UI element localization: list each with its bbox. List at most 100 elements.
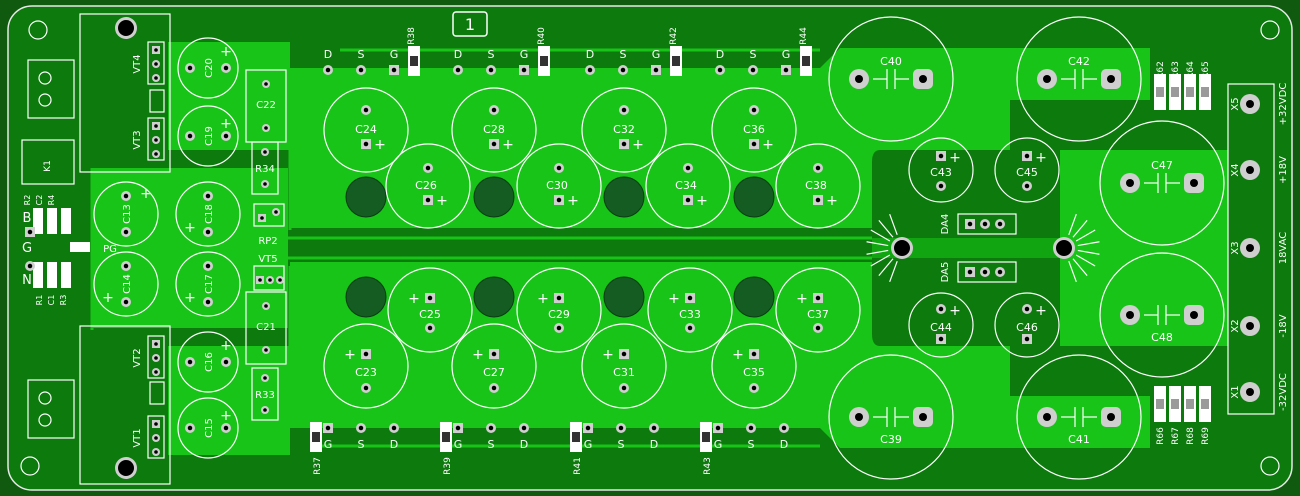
pad-hole bbox=[455, 425, 461, 431]
pad-hole bbox=[781, 425, 787, 431]
pad-hole bbox=[154, 342, 158, 346]
regulator-da5-outline bbox=[957, 261, 1017, 283]
c2-label: C2 bbox=[35, 195, 44, 206]
panel-number: 1 bbox=[465, 15, 475, 34]
fet-top-pin-label: G bbox=[782, 48, 791, 61]
fet-top-pin-label: D bbox=[454, 48, 462, 61]
left-lower-module-outline bbox=[27, 379, 75, 439]
capacitor-c47-outline bbox=[1099, 120, 1225, 246]
resistor-array-label: R62 bbox=[1156, 61, 1166, 79]
pad-hole bbox=[223, 65, 229, 71]
capacitor-c45-label: C45 bbox=[1016, 166, 1038, 179]
capacitor-c18-label: C18 bbox=[204, 204, 215, 224]
r3-label: R3 bbox=[59, 295, 68, 306]
fet-bottom-resistor-body bbox=[702, 432, 710, 442]
capacitor-c35-label: C35 bbox=[743, 366, 765, 379]
film-cap-c22-label: C22 bbox=[256, 100, 276, 111]
pad-hole bbox=[427, 295, 433, 301]
pad-hole bbox=[223, 359, 229, 365]
pad-hole bbox=[687, 295, 693, 301]
resistor-array-label: R66 bbox=[1156, 427, 1166, 445]
fet-bottom-pin-label: D bbox=[520, 438, 528, 451]
capacitor-c26-outline bbox=[385, 143, 471, 229]
capacitor-c24-outline bbox=[323, 87, 409, 173]
capacitor-c14-outline bbox=[93, 251, 159, 317]
capacitor-c17-outline bbox=[175, 251, 241, 317]
pad-hole bbox=[855, 75, 863, 83]
fet-bottom-pin-label: D bbox=[780, 438, 788, 451]
mount-hole-right-center bbox=[1056, 240, 1072, 256]
terminal-x3-voltage: 18VAC bbox=[1278, 232, 1289, 265]
mount-hole-spoke bbox=[889, 260, 898, 283]
resistor-array-cell-body bbox=[1186, 87, 1194, 97]
fet-bottom-resistor-body bbox=[312, 432, 320, 442]
capacitor-c13-label: C13 bbox=[122, 204, 133, 224]
fet-bottom-resistor-label: R41 bbox=[573, 457, 583, 475]
capacitor-c16-plus: + bbox=[220, 338, 232, 354]
left-upper-module-ring bbox=[38, 71, 52, 85]
capacitor-c37-plus: + bbox=[796, 291, 808, 307]
fet-top-pin-label: S bbox=[358, 48, 365, 61]
capacitor-c43-label: C43 bbox=[930, 166, 952, 179]
capacitor-c15-label: C15 bbox=[204, 418, 215, 438]
pad-hole bbox=[621, 141, 627, 147]
pad-hole bbox=[154, 152, 158, 156]
pad-hole bbox=[685, 197, 691, 203]
pad-hole bbox=[264, 348, 268, 352]
capacitor-c34-outline bbox=[645, 143, 731, 229]
regulator-da5-label: DA5 bbox=[940, 262, 951, 283]
pad-hole bbox=[358, 67, 364, 73]
terminal-block-outline bbox=[1227, 83, 1275, 415]
capacitor-c24-plus: + bbox=[374, 137, 386, 153]
capacitor-c40-label: C40 bbox=[880, 55, 902, 68]
pad-hole bbox=[260, 216, 264, 220]
capacitor-c39-outline bbox=[828, 354, 954, 480]
transistor-vt1-label: VT1 bbox=[132, 428, 143, 447]
heatsink-mount-hole bbox=[345, 176, 387, 218]
pad-hole bbox=[263, 150, 267, 154]
pad-hole bbox=[258, 278, 262, 282]
pad-hole bbox=[263, 376, 267, 380]
fet-top-pin-label: D bbox=[716, 48, 724, 61]
pad-hole bbox=[620, 67, 626, 73]
pad-hole bbox=[278, 278, 282, 282]
fet-top-pin-label: S bbox=[750, 48, 757, 61]
pad-hole bbox=[521, 425, 527, 431]
terminal-x2-voltage: -18V bbox=[1278, 314, 1289, 337]
pads bbox=[25, 17, 1260, 479]
vt5-label: VT5 bbox=[258, 254, 277, 265]
fet-top-pin-label: D bbox=[586, 48, 594, 61]
terminal-x1-voltage: -32VDC bbox=[1278, 373, 1289, 411]
transistor-vt3-label: VT3 bbox=[132, 130, 143, 149]
pad-hole bbox=[751, 107, 757, 113]
pad-hole bbox=[938, 153, 944, 159]
pad-hole bbox=[363, 351, 369, 357]
terminal-x1-label: X1 bbox=[1230, 385, 1241, 398]
capacitor-c44-label: C44 bbox=[930, 321, 952, 334]
pad-hole bbox=[488, 425, 494, 431]
capacitor-c27-label: C27 bbox=[483, 366, 505, 379]
capacitor-c34-plus: + bbox=[696, 193, 708, 209]
capacitor-c39-label: C39 bbox=[880, 433, 902, 446]
heatsink-mount-hole bbox=[733, 176, 775, 218]
mount-hole-spoke bbox=[878, 220, 894, 238]
left-lower-module-ring bbox=[38, 391, 52, 405]
capacitor-c32-outline bbox=[581, 87, 667, 173]
pad-hole bbox=[1024, 183, 1030, 189]
pad-hole bbox=[751, 351, 757, 357]
pad-hole bbox=[205, 299, 211, 305]
pad-hole bbox=[205, 193, 211, 199]
smd-part bbox=[47, 208, 57, 234]
pad-hole bbox=[154, 48, 158, 52]
film-cap-c21-outline bbox=[245, 291, 287, 365]
corner-mount-hole bbox=[1260, 20, 1280, 40]
pad-hole bbox=[391, 425, 397, 431]
pad-hole bbox=[154, 76, 158, 80]
capacitor-c35-outline bbox=[711, 323, 797, 409]
fet-top-resistor-body bbox=[802, 56, 810, 66]
pad-hole bbox=[556, 165, 562, 171]
pad-hole bbox=[587, 67, 593, 73]
regulator-da4-label: DA4 bbox=[940, 214, 951, 235]
pad-hole bbox=[123, 229, 129, 235]
